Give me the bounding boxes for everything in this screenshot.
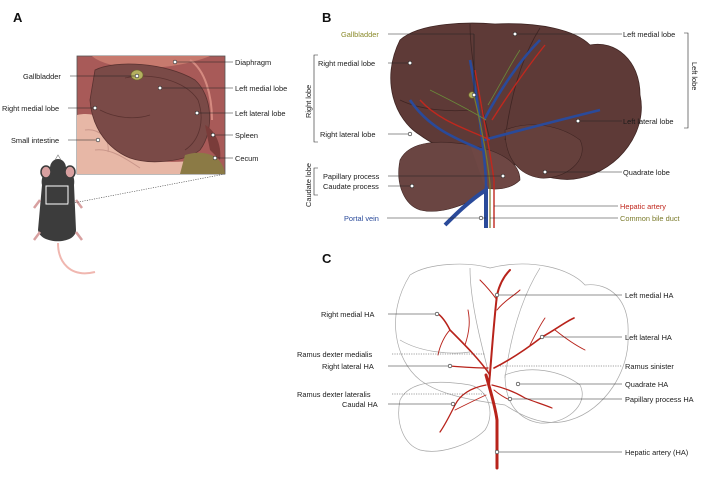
a-label-cecum: Cecum [235, 154, 258, 163]
c-label-left-medial-ha: Left medial HA [625, 291, 674, 300]
a-label-left-lateral-lobe: Left lateral lobe [235, 109, 286, 118]
a-label-right-medial-lobe: Right medial lobe [2, 104, 59, 113]
a-label-diaphragm: Diaphragm [235, 58, 271, 67]
c-label-papillary-process-ha: Papillary process HA [625, 395, 694, 404]
b-group-left-lobe: Left lobe [690, 62, 699, 90]
zoom-line [67, 173, 226, 205]
a-label-gallbladder: Gallbladder [23, 72, 61, 81]
b-label-caudate-process: Caudate process [323, 182, 379, 191]
c-label-quadrate-ha: Quadrate HA [625, 380, 668, 389]
c-label-hepatic-artery-ha: Hepatic artery (HA) [625, 448, 688, 457]
c-label-right-lateral-ha: Right lateral HA [322, 362, 374, 371]
c-label-ramus-sinister: Ramus sinister [625, 362, 674, 371]
c-label-caudal-ha: Caudal HA [342, 400, 378, 409]
b-label-hepatic-artery: Hepatic artery [620, 202, 666, 211]
b-label-left-lateral-lobe: Left lateral lobe [623, 117, 674, 126]
liver-c-outline [395, 263, 629, 452]
c-label-left-lateral-ha: Left lateral HA [625, 333, 672, 342]
b-label-right-medial-lobe: Right medial lobe [318, 59, 375, 68]
c-label-right-medial-ha: Right medial HA [321, 310, 374, 319]
c-label-ramus-dexter-medialis: Ramus dexter medialis [297, 350, 372, 359]
a-label-spleen: Spleen [235, 131, 258, 140]
abdomen-inset [76, 55, 226, 175]
b-label-right-lateral-lobe: Right lateral lobe [320, 130, 375, 139]
liver-b-illustration [390, 22, 642, 228]
b-label-common-bile-duct: Common bile duct [620, 214, 680, 223]
a-label-small-intestine: Small intestine [11, 136, 59, 145]
b-label-gallbladder: Gallbladder [341, 30, 379, 39]
b-label-portal-vein: Portal vein [344, 214, 379, 223]
a-label-left-medial-lobe: Left medial lobe [235, 84, 287, 93]
b-group-caudate-lobe: Caudate lobe [304, 163, 313, 207]
b-label-papillary-process: Papillary process [323, 172, 380, 181]
panel-a-leaders [68, 59, 233, 161]
mouse-illustration [33, 154, 96, 275]
panel-c-letter: C [322, 251, 332, 266]
panel-b-leaders [313, 31, 689, 221]
b-label-left-medial-lobe: Left medial lobe [623, 30, 675, 39]
panel-b-letter: B [322, 10, 331, 25]
panel-a-letter: A [13, 10, 23, 25]
b-group-right-lobe: Right lobe [304, 85, 313, 118]
hepatic-artery-tree [436, 269, 586, 470]
panel-c-leaders [388, 292, 622, 455]
c-label-ramus-dexter-lateralis: Ramus dexter lateralis [297, 390, 371, 399]
b-label-quadrate-lobe: Quadrate lobe [623, 168, 670, 177]
